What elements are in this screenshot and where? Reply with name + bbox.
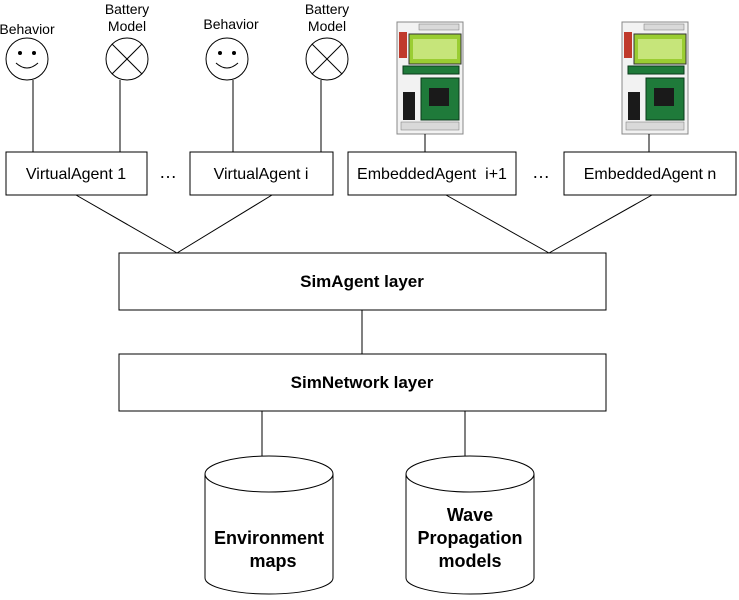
connector-line [176,194,273,254]
connector-line [445,194,550,254]
simnetwork-layer-box [118,353,607,412]
embedded-agent-n-label: EmbeddedAgent n [584,166,717,183]
environment-maps-label-line1: Environment [214,528,324,548]
environment-maps-database [204,455,334,595]
battery-model-label-line2: Model [108,18,146,34]
simagent-layer-box [118,252,607,311]
ellipsis-left: … [159,162,177,182]
wave-propagation-label-line1: Wave [447,505,493,525]
battery-model-icon [105,37,149,81]
ellipsis-right: … [532,162,550,182]
behavior-icon [5,37,49,81]
behavior-label: Behavior [203,16,259,32]
battery-model-icon [305,37,349,81]
wave-propagation-label-line2: Propagation [417,528,522,548]
circuit-board-icon [621,21,689,135]
virtual-agent-i-box [189,151,334,196]
wave-propagation-label-line3: models [438,551,501,571]
battery-model-label-line1: Battery [305,1,349,17]
virtual-agent-1-label: VirtualAgent 1 [26,166,126,183]
virtual-agent-i-label: VirtualAgent i [214,166,309,183]
connector-line [548,194,653,254]
embedded-agent-i1-box [347,151,517,196]
behavior-icon [205,37,249,81]
battery-model-label-line2: Model [308,18,346,34]
battery-model-label-line1: Battery [105,1,149,17]
embedded-agent-n-box [563,151,737,196]
wave-propagation-models-database [405,455,535,595]
circuit-board-icon [396,21,464,135]
connector-line [75,194,178,254]
behavior-label: Behavior [0,21,55,37]
embedded-agent-i1-label: EmbeddedAgent i+1 [357,166,507,183]
simnetwork-layer-label: SimNetwork layer [291,373,434,392]
virtual-agent-1-box [5,151,148,196]
environment-maps-label-line2: maps [249,551,296,571]
simagent-layer-label: SimAgent layer [300,272,424,291]
